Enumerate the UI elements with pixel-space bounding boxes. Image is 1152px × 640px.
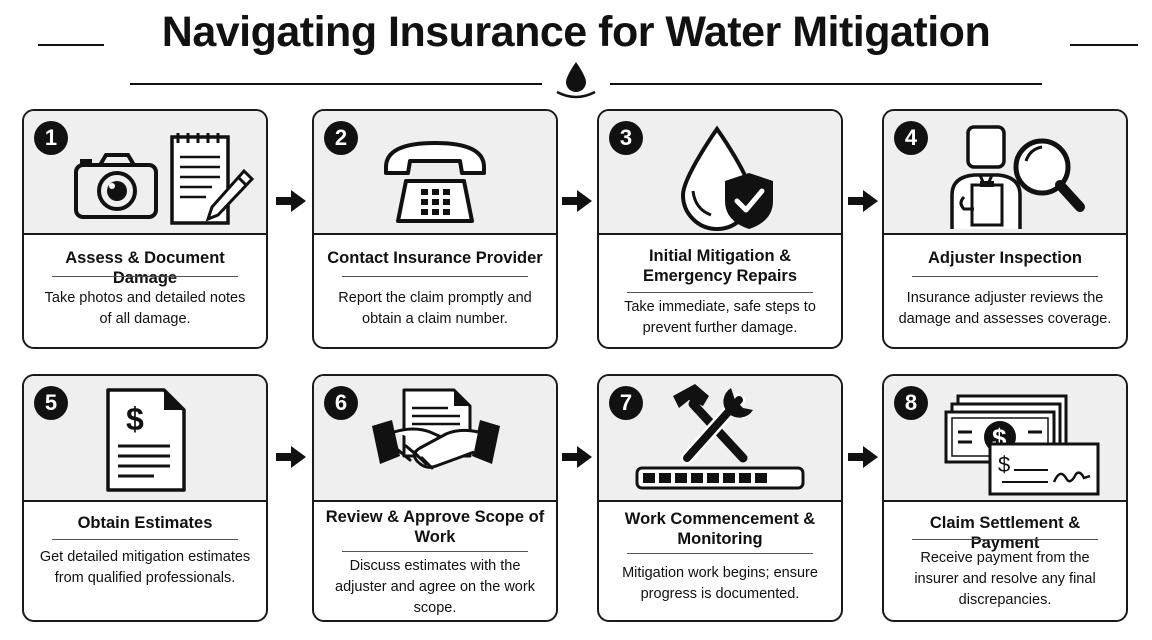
arrow-right-icon [848, 446, 878, 468]
handshake-document-icon [372, 388, 500, 470]
estimate-document-icon: $ [106, 388, 186, 492]
step-divider [342, 276, 528, 277]
step-title: Claim Settlement & Payment [929, 514, 1081, 552]
step-number-badge: 4 [894, 121, 928, 155]
step-title: Obtain Estimates [77, 514, 213, 532]
arrow-right-icon [848, 190, 878, 212]
camera-icon [74, 153, 158, 219]
step-description: Receive payment from the insurer and res… [914, 550, 1096, 608]
step-divider [342, 551, 528, 552]
telephone-icon [384, 141, 486, 223]
step-number-badge: 8 [894, 386, 928, 420]
step-divider [912, 276, 1098, 277]
step-divider [52, 276, 238, 277]
hammer-wrench-icon [673, 384, 753, 464]
step-card-1: 1 Assess & Document Damage Take photos a… [22, 109, 268, 349]
step-number-badge: 2 [324, 121, 358, 155]
header: Navigating Insurance for Water Mitigatio… [0, 4, 1152, 64]
money-check-icon: $ $ [944, 394, 1100, 496]
step-title: Adjuster Inspection [927, 249, 1083, 267]
step-divider [627, 292, 813, 293]
step-description: Mitigation work begins; ensure progress … [622, 565, 818, 602]
step-description: Insurance adjuster reviews the damage an… [898, 290, 1112, 327]
step-description: Report the claim promptly and obtain a c… [338, 290, 532, 327]
dollar-sign-icon: $ [126, 401, 144, 437]
step-number-badge: 3 [609, 121, 643, 155]
step-title: Initial Mitigation & Emergency Repairs [642, 247, 798, 285]
subtitle-rule-left [130, 83, 542, 85]
step-description: Take immediate, safe steps to prevent fu… [624, 299, 816, 336]
subtitle-rule-right [610, 83, 1042, 85]
arrow-right-icon [276, 446, 306, 468]
step-card-6: 6 Review & Approve Scope of Work Discuss… [312, 374, 558, 622]
step-card-7: 7 Work Commencement & Monitoring Mitigat… [597, 374, 843, 622]
step-title: Review & Approve Scope of Work [325, 508, 545, 546]
notepad-pencil-icon [170, 133, 254, 225]
dollar-sign-icon: $ [998, 452, 1010, 477]
step-divider [912, 539, 1098, 540]
step-divider [52, 539, 238, 540]
step-card-4: 4 Adjuster Inspection Insurance adjuster… [882, 109, 1128, 349]
arrow-right-icon [562, 190, 592, 212]
step-number-badge: 1 [34, 121, 68, 155]
step-title: Assess & Document Damage [65, 249, 225, 287]
progress-bar-icon [635, 466, 805, 490]
step-title: Contact Insurance Provider [327, 249, 543, 267]
step-number-badge: 7 [609, 386, 643, 420]
step-title: Work Commencement & Monitoring [624, 510, 816, 548]
step-card-8: 8 $ $ Claim Settlement & Payment Receive… [882, 374, 1128, 622]
step-description: Discuss estimates with the adjuster and … [335, 558, 535, 616]
step-card-2: 2 Contact Insurance Provider Report the … [312, 109, 558, 349]
page-title: Navigating Insurance for Water Mitigatio… [161, 8, 991, 56]
step-number-badge: 6 [324, 386, 358, 420]
adjuster-magnifier-icon [950, 125, 1085, 229]
step-card-3: 3 Initial Mitigation & Emergency Repairs… [597, 109, 843, 349]
water-drop-ornament-icon [556, 62, 596, 99]
step-description: Get detailed mitigation estimates from q… [39, 549, 251, 586]
step-card-5: 5 $ Obtain Estimates Get detailed mitiga… [22, 374, 268, 622]
title-rule-left [38, 44, 104, 46]
step-divider [627, 553, 813, 554]
title-rule-right [1070, 44, 1138, 46]
arrow-right-icon [562, 446, 592, 468]
water-drop-shield-icon [680, 125, 773, 231]
arrow-right-icon [276, 190, 306, 212]
step-description: Take photos and detailed notes of all da… [44, 290, 246, 327]
step-number-badge: 5 [34, 386, 68, 420]
